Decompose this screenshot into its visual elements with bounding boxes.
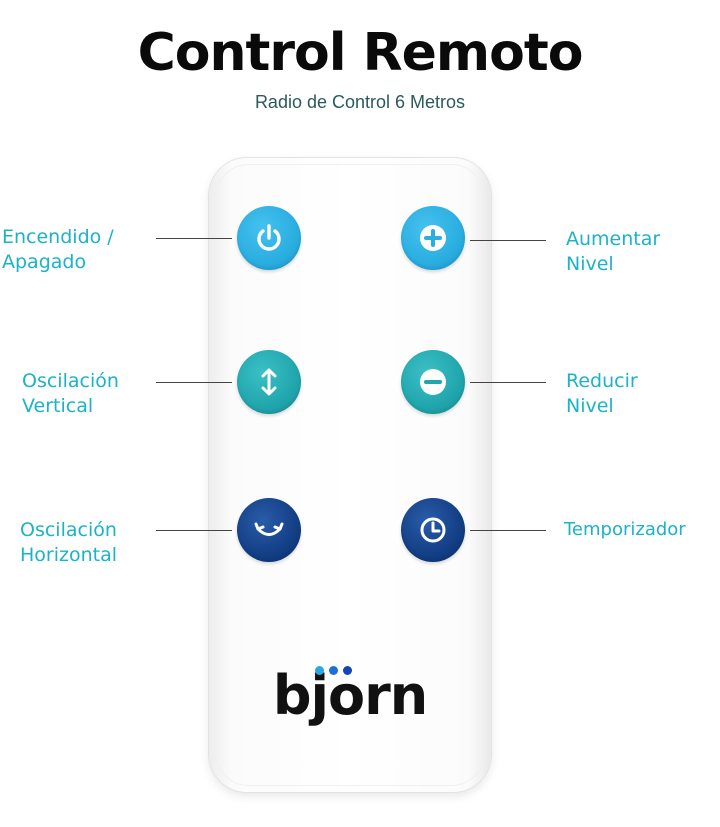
- label-power: Encendido / Apagado: [2, 225, 114, 275]
- horizontal-oscillation-button[interactable]: [237, 498, 301, 562]
- label-minus-line-1: Reducir: [566, 370, 638, 392]
- label-plus-line-2: Nivel: [566, 253, 614, 275]
- remote-inner-border: [215, 164, 485, 786]
- decrease-level-button[interactable]: [401, 350, 465, 414]
- logo-dot-1: [315, 666, 324, 675]
- timer-button[interactable]: [401, 498, 465, 562]
- leader-line-timer: [470, 530, 546, 531]
- plus-icon: [420, 225, 446, 251]
- page-title: Control Remoto: [137, 23, 584, 83]
- leader-line-plus: [470, 240, 546, 241]
- label-power-line-1: Encendido /: [2, 226, 114, 248]
- power-icon: [257, 224, 281, 251]
- logo-dot-3: [343, 666, 352, 675]
- label-minus-line-2: Nivel: [566, 395, 614, 417]
- bjorn-logo: bjorn: [209, 662, 491, 732]
- leader-line-horizontal: [156, 530, 232, 531]
- label-plus: Aumentar Nivel: [566, 227, 660, 277]
- label-timer-line-1: Temporizador: [564, 519, 686, 540]
- label-horizontal-line-1: Oscilación: [20, 519, 117, 541]
- label-power-line-2: Apagado: [2, 251, 87, 273]
- leader-line-power: [156, 238, 232, 239]
- label-timer: Temporizador: [564, 517, 686, 542]
- minus-icon: [420, 369, 446, 395]
- label-minus: Reducir Nivel: [566, 369, 638, 419]
- leader-line-vertical: [156, 382, 232, 383]
- bjorn-logo-text: bjorn: [272, 664, 428, 727]
- power-button[interactable]: [237, 206, 301, 270]
- label-plus-line-1: Aumentar: [566, 228, 661, 250]
- vertical-oscillation-button[interactable]: [237, 350, 301, 414]
- label-vertical-line-1: Oscilación: [22, 370, 119, 392]
- label-vertical-line-2: Vertical: [22, 395, 94, 417]
- label-horizontal: Oscilación Horizontal: [20, 518, 117, 568]
- label-vertical: Oscilación Vertical: [22, 369, 119, 419]
- increase-level-button[interactable]: [401, 206, 465, 270]
- leader-line-minus: [470, 382, 546, 383]
- clock-icon: [420, 517, 446, 543]
- vertical-arrows-icon: [261, 368, 277, 396]
- horizontal-swing-icon: [254, 522, 284, 536]
- logo-dot-2: [329, 666, 338, 675]
- label-horizontal-line-2: Horizontal: [20, 544, 118, 566]
- page-subtitle: Radio de Control 6 Metros: [254, 92, 466, 112]
